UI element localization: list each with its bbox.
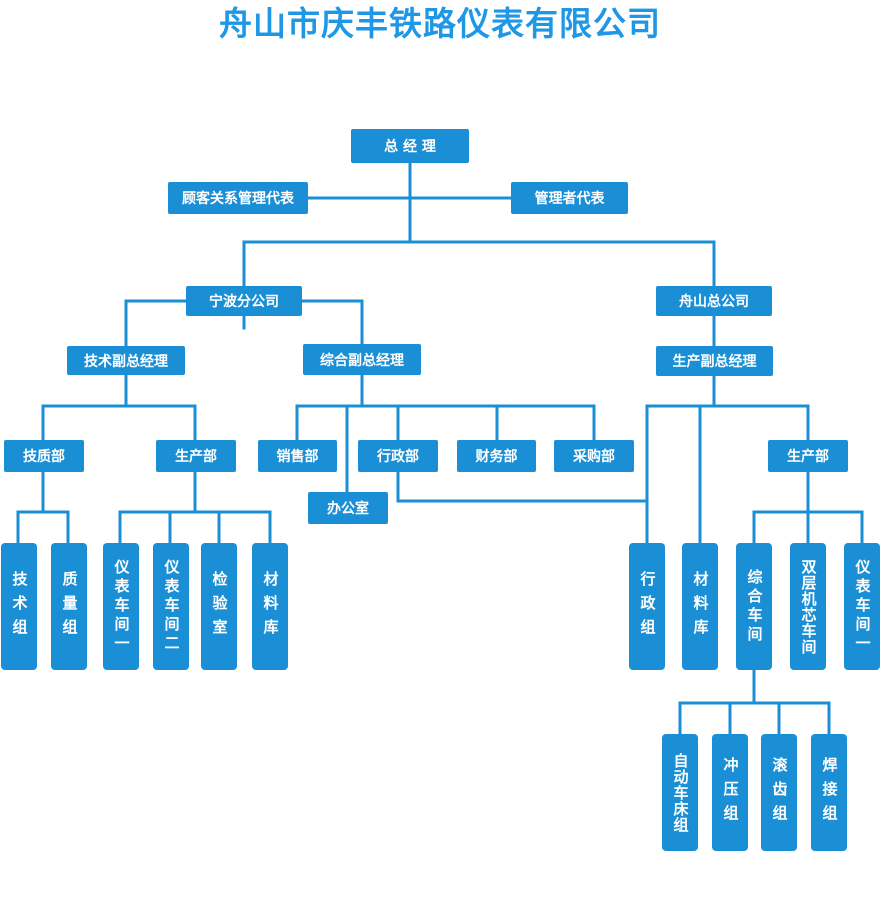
vbox-zs-materials: 材料库	[682, 543, 718, 670]
vbox-meter-workshop-1-nb: 仪表车间一	[103, 543, 139, 670]
label-office: 办公室	[327, 501, 369, 517]
vbox-stamping-group: 冲压组	[712, 734, 748, 851]
label-nb-materials: 材料库	[261, 570, 280, 643]
label-admin-dept: 行政部	[377, 449, 419, 465]
label-meter-workshop-2: 仪表车间二	[162, 559, 181, 654]
label-quality-group: 质量组	[60, 570, 79, 643]
label-general-manager: 总 经 理	[384, 139, 436, 155]
box-admin-dept: 行政部	[358, 440, 438, 472]
label-sales-dept: 销售部	[276, 449, 319, 465]
box-admin-vp: 综合副总经理	[303, 344, 421, 375]
connector-zs-production	[752, 470, 864, 545]
vbox-quality-group: 质量组	[51, 543, 87, 670]
company-title: 舟山市庆丰铁路仪表有限公司	[219, 4, 661, 43]
label-zhoushan-hq: 舟山总公司	[679, 294, 749, 310]
label-production-vp: 生产副总经理	[672, 354, 757, 370]
vbox-auto-lathe-group: 自动车床组	[662, 734, 698, 851]
connector-branch-split	[242, 240, 716, 288]
vbox-double-core-workshop: 双层机芯车间	[790, 543, 826, 670]
label-nb-production-dept: 生产部	[175, 449, 217, 465]
label-zs-admin-group: 行政组	[638, 570, 657, 643]
label-tech-vp: 技术副总经理	[84, 353, 168, 370]
label-purchasing-dept: 采购部	[573, 449, 615, 465]
label-double-core-workshop: 双层机芯车间	[799, 558, 818, 655]
label-customer-relations-rep: 顾客关系管理代表	[182, 191, 294, 207]
vbox-meter-workshop-2: 仪表车间二	[153, 543, 189, 670]
label-tech-group: 技术组	[10, 570, 29, 643]
label-inspection-room: 检验室	[210, 570, 229, 643]
vbox-zs-admin-group: 行政组	[629, 543, 665, 670]
label-management-rep: 管理者代表	[534, 191, 605, 207]
vbox-tech-group: 技术组	[1, 543, 37, 670]
box-tech-vp: 技术副总经理	[67, 346, 185, 375]
box-management-rep: 管理者代表	[511, 182, 628, 214]
label-general-workshop: 综合车间	[745, 569, 764, 645]
vbox-welding-group: 焊接组	[811, 734, 847, 851]
connector-tech-vp	[41, 372, 197, 442]
label-admin-vp: 综合副总经理	[320, 352, 404, 369]
box-customer-relations-rep: 顾客关系管理代表	[168, 182, 308, 214]
connector-admin-to-group	[396, 470, 649, 503]
label-finance-dept: 财务部	[475, 449, 518, 465]
label-meter-workshop-1-nb: 仪表车间一	[112, 559, 131, 654]
label-zs-production-dept: 生产部	[787, 449, 829, 465]
vbox-gear-rolling-group: 滚齿组	[761, 734, 797, 851]
label-gear-rolling-group: 滚齿组	[770, 756, 789, 829]
box-sales-dept: 销售部	[258, 440, 337, 472]
box-zs-production-dept: 生产部	[768, 440, 848, 472]
label-quality-dept: 技质部	[23, 449, 65, 465]
connector-prod-vp	[645, 374, 810, 545]
box-zhoushan-hq: 舟山总公司	[656, 286, 772, 316]
vbox-nb-materials: 材料库	[252, 543, 288, 670]
label-meter-workshop-1-zs: 仪表车间一	[853, 559, 872, 654]
label-zs-materials: 材料库	[691, 570, 710, 643]
connector-quality-dept	[16, 470, 70, 545]
label-auto-lathe-group: 自动车床组	[671, 752, 690, 833]
label-stamping-group: 冲压组	[721, 756, 740, 829]
vbox-general-workshop: 综合车间	[736, 543, 772, 670]
vbox-meter-workshop-1-zs: 仪表车间一	[844, 543, 880, 670]
box-purchasing-dept: 采购部	[554, 440, 634, 472]
box-production-vp: 生产副总经理	[656, 346, 773, 376]
box-general-manager: 总 经 理	[351, 129, 469, 163]
box-nb-production-dept: 生产部	[156, 440, 236, 472]
box-ningbo-branch: 宁波分公司	[186, 286, 302, 316]
connector-admin-vp	[295, 373, 596, 494]
connector-ningbo-vps	[124, 299, 364, 348]
connector-nb-production	[118, 470, 272, 545]
connector-general-ws	[678, 668, 831, 736]
box-finance-dept: 财务部	[457, 440, 536, 472]
label-ningbo-branch: 宁波分公司	[209, 294, 279, 310]
box-office: 办公室	[308, 492, 388, 524]
box-quality-dept: 技质部	[4, 440, 84, 472]
label-welding-group: 焊接组	[820, 756, 839, 829]
vbox-inspection-room: 检验室	[201, 543, 237, 670]
